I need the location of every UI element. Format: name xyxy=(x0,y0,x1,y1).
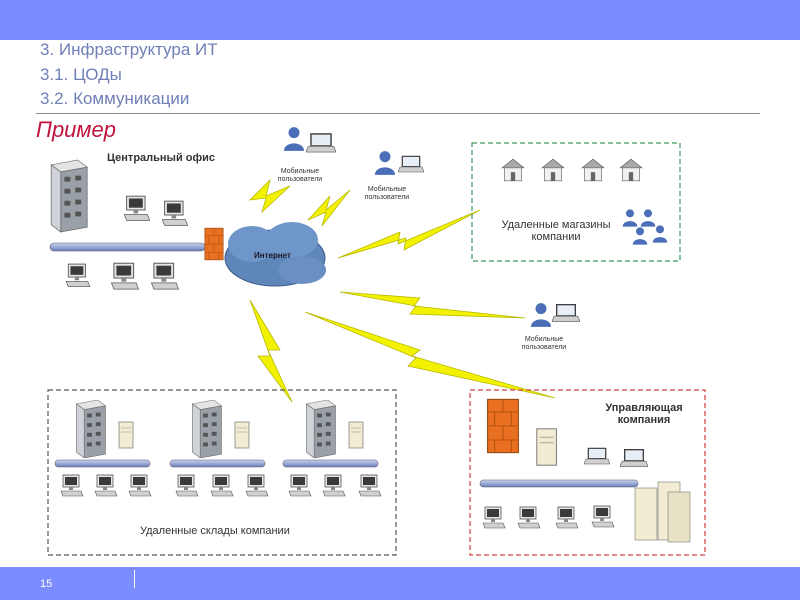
warehouse-server-icon xyxy=(75,400,106,458)
lightning-link xyxy=(337,209,481,259)
workstation-icon xyxy=(123,195,151,222)
lightning-link xyxy=(249,299,293,403)
workstation-icon xyxy=(128,474,152,497)
workstation-icon xyxy=(110,262,140,290)
phone-icon xyxy=(65,263,91,288)
lightning-link xyxy=(307,189,351,227)
firewall-icon xyxy=(204,227,224,261)
server-icon xyxy=(118,421,134,449)
network-bus xyxy=(54,459,151,468)
wireless-links xyxy=(248,178,556,403)
laptop-icon xyxy=(306,133,336,153)
bottom-band xyxy=(0,567,800,600)
workstation-icon xyxy=(210,474,234,497)
workstation-icon xyxy=(517,506,541,529)
top-band xyxy=(0,0,800,40)
user-group-icon xyxy=(622,209,638,227)
header-rule xyxy=(36,113,760,114)
workstation-icon xyxy=(322,474,346,497)
workstation-icon xyxy=(288,474,312,497)
lightning-link xyxy=(248,178,291,214)
shop-icon xyxy=(541,158,565,182)
central-office xyxy=(49,159,224,290)
phone-icon xyxy=(552,303,580,323)
workstation-icon xyxy=(150,262,180,290)
heading-infrastructure: 3. Инфраструктура ИТ xyxy=(40,40,218,59)
mobile-users-label-1: Мобильные пользователи xyxy=(277,168,323,183)
network-bus xyxy=(49,242,206,252)
mobile-users-label-3: Мобильные пользователи xyxy=(521,336,567,351)
shop-icon xyxy=(501,158,525,182)
workstation-icon xyxy=(60,474,84,497)
lightning-link xyxy=(304,311,556,399)
remote-shops-box xyxy=(471,142,681,262)
server-icon xyxy=(536,428,557,466)
warehouse-server-icon xyxy=(191,400,222,458)
firewall-icon xyxy=(487,398,519,454)
heading-data-centers: 3.1. ЦОДы xyxy=(40,65,122,84)
internet-cloud xyxy=(224,222,326,287)
server-icon xyxy=(234,421,250,449)
printer-icon xyxy=(161,200,189,227)
shop-icon xyxy=(581,158,605,182)
server-icon xyxy=(348,421,364,449)
remote-warehouses xyxy=(54,400,382,497)
storage-array-icon xyxy=(634,481,691,543)
page-number: 15 xyxy=(40,578,53,590)
tablet-icon xyxy=(398,155,424,173)
mobile-user-icon xyxy=(530,303,552,327)
remote-shops-label: Удаленные магазины компании xyxy=(501,219,611,243)
network-bus xyxy=(169,459,266,468)
mobile-user-icon xyxy=(283,127,305,151)
network-bus xyxy=(282,459,379,468)
example-title: Пример xyxy=(36,117,116,142)
laptop-icon xyxy=(620,448,648,468)
laptop-icon xyxy=(584,447,610,465)
workstation-icon xyxy=(358,474,382,497)
footer-divider xyxy=(134,570,135,588)
management-company-label: Управляющая компания xyxy=(605,402,683,426)
user-group-icon xyxy=(652,225,668,243)
workstation-icon xyxy=(482,506,506,529)
workstation-icon xyxy=(245,474,269,497)
mobile-users-label-2: Мобильные пользователи xyxy=(364,186,410,201)
heading-communications: 3.2. Коммуникации xyxy=(40,89,190,108)
warehouse-server-icon xyxy=(305,400,336,458)
user-group-icon xyxy=(640,209,656,227)
shop-icon xyxy=(619,158,643,182)
network-bus xyxy=(479,479,639,488)
lightning-link xyxy=(339,291,526,319)
internet-label: Интернет xyxy=(254,251,291,260)
mobile-user-icon xyxy=(374,151,396,175)
workstation-icon xyxy=(175,474,199,497)
remote-warehouses-label: Удаленные склады компании xyxy=(140,525,290,537)
central-office-label: Центральный офис xyxy=(107,152,215,164)
server-rack-icon xyxy=(50,159,88,233)
workstation-icon xyxy=(94,474,118,497)
printer-icon xyxy=(591,505,615,528)
management-company xyxy=(479,398,691,543)
workstation-icon xyxy=(555,506,579,529)
user-group-icon xyxy=(632,227,648,245)
